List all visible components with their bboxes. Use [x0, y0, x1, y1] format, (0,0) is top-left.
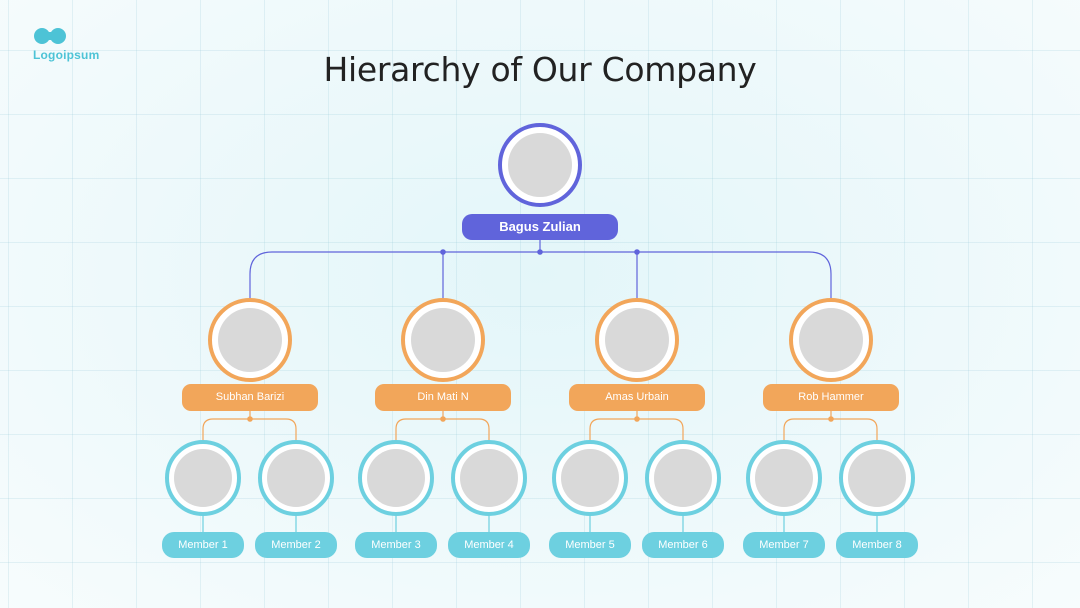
- manager-photo-placeholder: [799, 308, 863, 372]
- connector-dot: [537, 249, 543, 255]
- ceo-name-label: Bagus Zulian: [462, 214, 618, 240]
- ceo-photo-placeholder: [508, 133, 572, 197]
- manager-photo-placeholder: [411, 308, 475, 372]
- member-name-label: Member 3: [355, 532, 437, 558]
- member-avatar: [451, 440, 527, 516]
- member-name-label: Member 6: [642, 532, 724, 558]
- member-avatar: [165, 440, 241, 516]
- member-bus-line: [395, 418, 490, 441]
- member-name-label: Member 2: [255, 532, 337, 558]
- member-bus-line: [783, 418, 878, 441]
- member-avatar: [746, 440, 822, 516]
- manager-photo-placeholder: [605, 308, 669, 372]
- member-avatar: [839, 440, 915, 516]
- manager-bus-line: [249, 251, 832, 299]
- logo: Logoipsum: [33, 27, 99, 62]
- logo-text: Logoipsum: [33, 48, 100, 62]
- manager-name-label: Subhan Barizi: [182, 384, 318, 411]
- member-photo-placeholder: [755, 449, 813, 507]
- member-photo-placeholder: [460, 449, 518, 507]
- member-photo-placeholder: [174, 449, 232, 507]
- connector-dot: [440, 416, 446, 422]
- member-photo-placeholder: [561, 449, 619, 507]
- member-name-label: Member 8: [836, 532, 918, 558]
- connector-dot: [634, 416, 640, 422]
- manager-avatar: [595, 298, 679, 382]
- manager-name-label: Din Mati N: [375, 384, 511, 411]
- connector-dot: [247, 416, 253, 422]
- manager-avatar: [208, 298, 292, 382]
- member-avatar: [358, 440, 434, 516]
- manager-avatar: [401, 298, 485, 382]
- connector-dot: [828, 416, 834, 422]
- manager-name-label: Amas Urbain: [569, 384, 705, 411]
- member-photo-placeholder: [367, 449, 425, 507]
- member-photo-placeholder: [654, 449, 712, 507]
- member-avatar: [258, 440, 334, 516]
- member-photo-placeholder: [848, 449, 906, 507]
- member-avatar: [552, 440, 628, 516]
- member-name-label: Member 7: [743, 532, 825, 558]
- page-title: Hierarchy of Our Company: [323, 50, 757, 89]
- member-avatar: [645, 440, 721, 516]
- manager-photo-placeholder: [218, 308, 282, 372]
- ceo-avatar: [498, 123, 582, 207]
- member-bus-line: [589, 418, 684, 441]
- connector-dot: [634, 249, 640, 255]
- member-name-label: Member 1: [162, 532, 244, 558]
- connector-dot: [440, 249, 446, 255]
- member-bus-line: [202, 418, 297, 441]
- logo-infinity-icon: [34, 28, 66, 44]
- manager-avatar: [789, 298, 873, 382]
- manager-name-label: Rob Hammer: [763, 384, 899, 411]
- member-photo-placeholder: [267, 449, 325, 507]
- member-name-label: Member 4: [448, 532, 530, 558]
- member-name-label: Member 5: [549, 532, 631, 558]
